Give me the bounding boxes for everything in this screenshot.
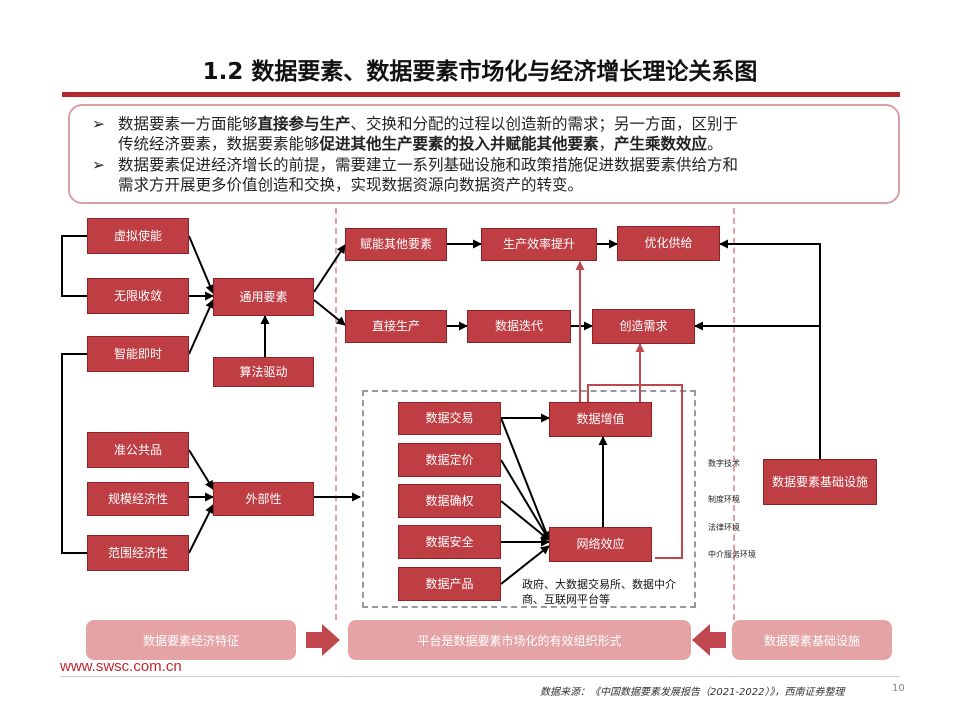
emphasis-text: 促进其他生产要素的投入并赋能其他要素 bbox=[319, 135, 599, 153]
node-general-factor: 通用要素 bbox=[213, 278, 314, 316]
emphasis-text: 产生乘数效应 bbox=[614, 135, 708, 153]
node-economies-of-scope: 范围经济性 bbox=[87, 535, 189, 571]
arrow-bullet-icon: ➢ bbox=[92, 115, 105, 133]
site-url: www.swsc.com.cn bbox=[60, 658, 182, 675]
node-enable-other-factors: 赋能其他要素 bbox=[345, 228, 447, 261]
node-smart-instant: 智能即时 bbox=[87, 336, 189, 372]
market-participants-label: 政府、大数据交易所、数据中介商、互联网平台等 bbox=[522, 578, 676, 606]
summary-text: 传统经济要素，数据要素能够 bbox=[118, 135, 320, 153]
summary-text: ， bbox=[598, 135, 615, 153]
arrow-bullet-icon: ➢ bbox=[92, 156, 105, 174]
node-data-pricing: 数据定价 bbox=[398, 443, 501, 477]
node-virtual-enabling: 虚拟使能 bbox=[87, 218, 189, 254]
footer-economic-features: 数据要素经济特征 bbox=[86, 620, 296, 660]
node-data-iteration: 数据迭代 bbox=[467, 310, 571, 343]
footer-infrastructure: 数据要素基础设施 bbox=[732, 620, 892, 660]
summary-box: ➢ 数据要素一方面能够直接参与生产、交换和分配的过程以创造新的需求；另一方面，区… bbox=[68, 104, 900, 204]
node-network-effect: 网络效应 bbox=[549, 527, 652, 562]
node-algorithm-driven: 算法驱动 bbox=[213, 357, 314, 387]
summary-text: 。 bbox=[707, 135, 723, 153]
section-divider-left bbox=[335, 208, 337, 620]
right-arrow-icon bbox=[306, 624, 340, 656]
infra-label-legal: 法律环境 bbox=[708, 523, 740, 532]
node-data-trading: 数据交易 bbox=[398, 402, 501, 435]
infra-label-intermediary: 中介服务环境 bbox=[708, 550, 756, 559]
summary-line-4: 需求方开展更多价值创造和交换，实现数据资源向数据资产的转变。 bbox=[118, 176, 584, 194]
node-economies-of-scale: 规模经济性 bbox=[87, 482, 189, 516]
node-create-demand: 创造需求 bbox=[592, 309, 695, 344]
summary-bullet-1: ➢ 数据要素一方面能够直接参与生产、交换和分配的过程以创造新的需求；另一方面，区… bbox=[92, 114, 878, 154]
summary-line-2: 传统经济要素，数据要素能够促进其他生产要素的投入并赋能其他要素，产生乘数效应。 bbox=[118, 135, 723, 153]
node-data-value-add: 数据增值 bbox=[549, 402, 652, 437]
bracket-line bbox=[61, 353, 87, 554]
node-productivity-boost: 生产效率提升 bbox=[481, 228, 597, 261]
node-unlimited-convergence: 无限收敛 bbox=[87, 278, 189, 314]
bracket-line bbox=[61, 235, 87, 297]
summary-text: 、交换和分配的过程以创造新的需求；另一方面，区别于 bbox=[350, 115, 739, 133]
infra-label-digital-tech: 数字技术 bbox=[708, 459, 740, 468]
emphasis-text: 直接参与生产 bbox=[257, 115, 351, 133]
node-quasi-public-good: 准公共品 bbox=[87, 432, 189, 468]
summary-line-3: 数据要素促进经济增长的前提，需要建立一系列基础设施和政策措施促进数据要素供给方和 bbox=[118, 156, 739, 174]
left-arrow-icon bbox=[692, 624, 726, 656]
node-optimize-supply: 优化供给 bbox=[617, 226, 720, 261]
node-data-product: 数据产品 bbox=[398, 567, 501, 601]
page-title: 1.2 数据要素、数据要素市场化与经济增长理论关系图 bbox=[202, 59, 758, 85]
section-divider-right bbox=[733, 208, 735, 620]
footer-divider bbox=[60, 676, 900, 677]
node-data-rights: 数据确权 bbox=[398, 484, 501, 518]
node-direct-production: 直接生产 bbox=[345, 310, 447, 343]
node-data-infrastructure: 数据要素基础设施 bbox=[763, 459, 877, 505]
source-note: 数据来源：《中国数据要素发展报告（2021-2022）》，西南证券整理 bbox=[540, 687, 845, 698]
node-externality: 外部性 bbox=[213, 482, 314, 516]
infra-label-institution: 制度环境 bbox=[708, 495, 740, 504]
summary-bullet-2: ➢ 数据要素促进经济增长的前提，需要建立一系列基础设施和政策措施促进数据要素供给… bbox=[92, 155, 878, 195]
page-number: 10 bbox=[892, 683, 905, 694]
title-divider bbox=[62, 92, 900, 97]
node-data-security: 数据安全 bbox=[398, 525, 501, 559]
footer-platform-form: 平台是数据要素市场化的有效组织形式 bbox=[348, 620, 691, 660]
summary-line-1: 数据要素一方面能够直接参与生产、交换和分配的过程以创造新的需求；另一方面，区别于 bbox=[118, 115, 738, 133]
summary-text: 数据要素一方面能够 bbox=[118, 115, 258, 133]
market-group-frame bbox=[362, 390, 696, 608]
